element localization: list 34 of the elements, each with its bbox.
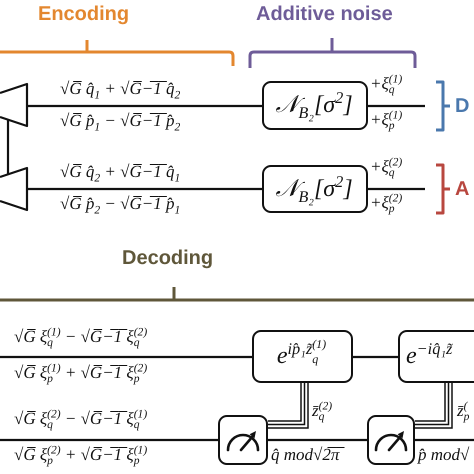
- wire: [368, 104, 425, 108]
- wire: [353, 356, 398, 358]
- gate-box: [262, 165, 368, 213]
- formula-label: √G̅ p̂$_{2}$ − √G̅−̅1̅ p̂$_{1}$: [59, 193, 182, 218]
- measurement-label: p̂ mod√: [416, 444, 470, 466]
- gate-formula: e$^{−iq̂₁z̃}$: [405, 339, 454, 372]
- classical-wire: [413, 381, 453, 429]
- gate-formula: 𝒩$_{B₂}$[σ$^{2}$]: [274, 172, 354, 206]
- wire: [0, 438, 218, 442]
- group-label: A: [455, 178, 470, 201]
- group-label: D: [455, 95, 470, 118]
- formula-label: √G̅ q̂$_{2}$ + √G̅−̅1̅ q̂$_{1}$: [59, 161, 182, 186]
- trapezoid-symbol: [0, 83, 28, 127]
- section-title: Decoding: [122, 247, 214, 270]
- measurement-box: [218, 415, 268, 465]
- wire: [27, 188, 262, 190]
- section-title: Encoding: [38, 3, 130, 26]
- gate-box: [398, 330, 474, 383]
- wire: [0, 356, 252, 358]
- classical-wire: [266, 381, 309, 429]
- gate-formula: 𝒩$_{B₂}$[σ$^{2}$]: [274, 88, 354, 123]
- wire: [27, 104, 262, 108]
- gate-box: [252, 330, 353, 383]
- trapezoid-symbol: [0, 167, 28, 211]
- section-title: Additive noise: [256, 3, 393, 26]
- gate-box: [262, 81, 368, 130]
- measurement-label: q̂ mod√2̅π̅: [269, 442, 344, 469]
- wire: [368, 188, 425, 190]
- wire: [6, 120, 10, 174]
- wire: [415, 438, 474, 442]
- formula-label: √G̅ p̂$_{1}$ − √G̅−̅1̅ p̂$_{2}$: [59, 110, 182, 135]
- formula-label: √G̅ q̂$_{1}$ + √G̅−̅1̅ q̂$_{2}$: [59, 78, 182, 103]
- wire: [268, 438, 367, 442]
- measurement-box: [367, 415, 415, 465]
